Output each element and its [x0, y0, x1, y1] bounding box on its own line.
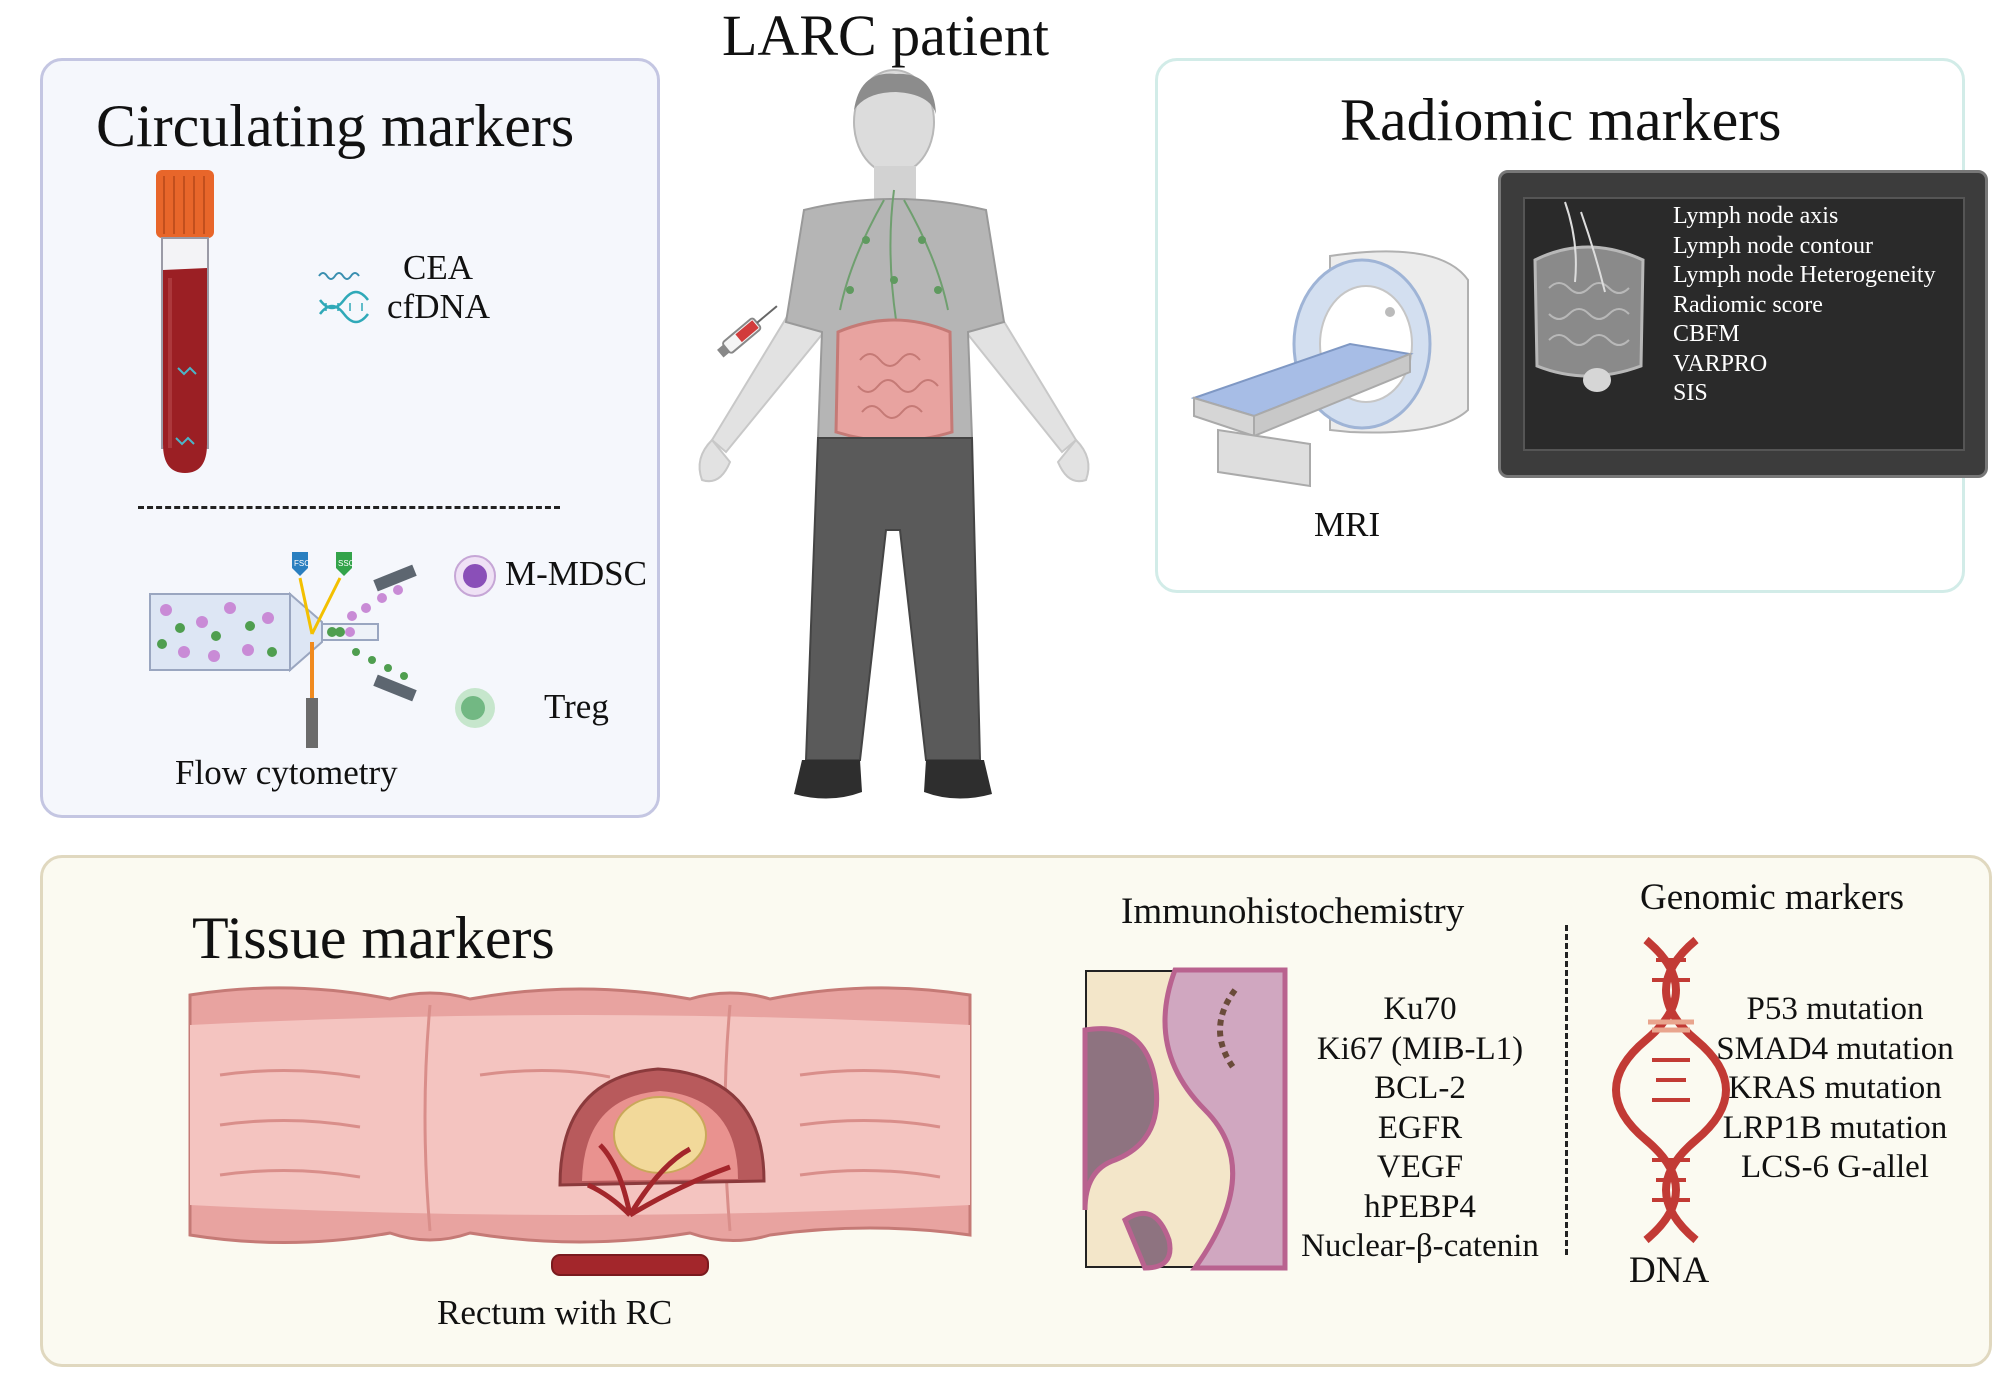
rectum-label: Rectum with RC — [437, 1293, 673, 1332]
histology-slide-icon — [1082, 967, 1288, 1271]
dna-label: DNA — [1629, 1250, 1710, 1291]
circulating-markers-heading: Circulating markers — [96, 93, 575, 159]
ihc-marker: BCL-2 — [1374, 1070, 1466, 1106]
radiomic-markers-heading: Radiomic markers — [1340, 87, 1782, 153]
mri-label: MRI — [1314, 505, 1381, 544]
fsc-detector-label: FSC — [294, 559, 310, 568]
radiomic-feature: CBFM — [1673, 321, 1740, 347]
genomic-marker: LRP1B mutation — [1722, 1109, 1948, 1146]
section-divider — [138, 506, 560, 509]
genomic-marker: LCS-6 G-allel — [1741, 1149, 1929, 1185]
patient-figure — [698, 69, 1090, 799]
circulating-markers-panel — [40, 58, 660, 818]
flow-cytometer-icon: FSC SSC — [149, 552, 417, 748]
ihc-marker: Nuclear-β-catenin — [1301, 1228, 1539, 1264]
radiomic-feature: Radiomic score — [1673, 291, 1823, 318]
genomic-marker: KRAS mutation — [1728, 1070, 1942, 1106]
mmdsc-label: M-MDSC — [505, 554, 647, 593]
rectum-illustration — [188, 986, 972, 1276]
radiomic-feature: VARPRO — [1673, 350, 1768, 377]
radiomic-feature: SIS — [1673, 380, 1708, 406]
cea-icon — [318, 272, 360, 280]
treg-label: Treg — [544, 687, 609, 726]
ihc-marker: Ku70 — [1383, 991, 1457, 1027]
ihc-marker: VEGF — [1376, 1149, 1464, 1185]
page-title: LARC patient — [722, 3, 1050, 68]
ssc-detector-label: SSC — [338, 559, 355, 568]
ihc-heading: Immunohistochemistry — [1121, 891, 1465, 932]
cea-label: CEA — [403, 248, 473, 287]
radiomic-feature: Lymph node Heterogeneity — [1673, 262, 1936, 288]
mmdsc-cell-icon — [454, 555, 496, 597]
ihc-marker-list: Ku70 Ki67 (MIB-L1) BCL-2 EGFR VEGF hPEBP… — [1285, 990, 1555, 1267]
ihc-marker: EGFR — [1377, 1109, 1463, 1146]
tissue-markers-heading: Tissue markers — [192, 905, 555, 971]
radiomic-feature: Lymph node contour — [1673, 232, 1873, 259]
treg-cell-icon — [455, 688, 495, 728]
blood-tube-icon — [156, 170, 214, 473]
genomic-heading: Genomic markers — [1640, 877, 1905, 918]
flow-cytometry-label: Flow cytometry — [175, 753, 398, 792]
section-divider — [1565, 925, 1568, 1255]
dna-helix-icon — [319, 290, 369, 324]
genomic-marker-list: P53 mutation SMAD4 mutation KRAS mutatio… — [1705, 990, 1965, 1188]
mri-scanner-icon — [1190, 250, 1469, 488]
radiomic-feature: Lymph node axis — [1673, 203, 1839, 229]
intestine-scan-icon — [1533, 201, 1645, 392]
cfdna-label: cfDNA — [387, 287, 491, 326]
ihc-marker: Ki67 (MIB-L1) — [1316, 1030, 1524, 1067]
radiomic-feature-list: Lymph node axis Lymph node contour Lymph… — [1673, 202, 1936, 409]
genomic-marker: SMAD4 mutation — [1716, 1030, 1954, 1067]
dna-icon — [1612, 936, 1730, 1244]
ihc-marker: hPEBP4 — [1364, 1188, 1476, 1225]
genomic-marker: P53 mutation — [1746, 991, 1924, 1027]
